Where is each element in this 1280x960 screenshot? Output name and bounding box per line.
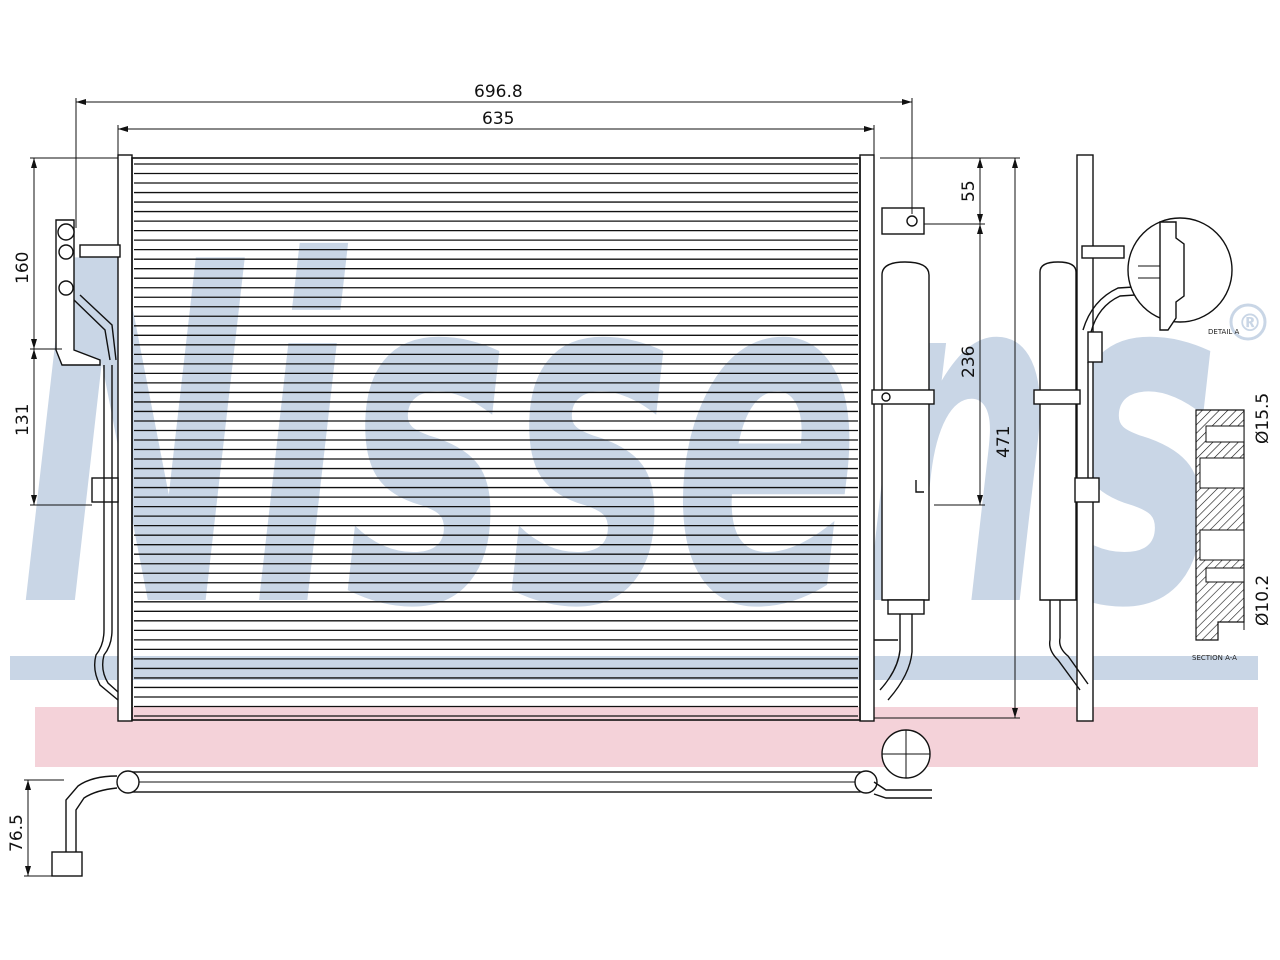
section-label: SECTION A-A — [1192, 654, 1237, 662]
core-outline — [131, 157, 861, 721]
condenser-side-view: DETAIL A — [1033, 154, 1240, 722]
registered-mark-circle — [1229, 303, 1267, 341]
right-header-tank — [859, 154, 875, 722]
dim-overall-width-label: 696.8 — [474, 82, 523, 102]
condenser-bottom-view: 76.5 — [7, 729, 932, 877]
left-header-tank — [117, 154, 133, 722]
port-section-view: Ø15.5 Ø10.2 SECTION A-A — [1192, 393, 1273, 662]
dim-core-width-label: 635 — [482, 109, 514, 129]
dim-left-lower-label: 131 — [13, 404, 33, 436]
receiver-drier — [871, 261, 935, 701]
dim-left-verticals: 160 131 — [13, 157, 118, 506]
dim-right-verticals: 55 236 471 — [874, 157, 1020, 719]
watermark: Nissens ® — [10, 164, 1267, 767]
dim-total-height-label: 471 — [994, 426, 1014, 458]
dim-overall-width: 696.8 — [75, 82, 913, 228]
condenser-front-view: 696.8 635 160 131 — [13, 82, 1020, 722]
watermark-red-band — [35, 707, 1258, 767]
dim-top-offset-label: 55 — [959, 180, 979, 202]
dim-core-width: 635 — [117, 109, 875, 155]
dim-left-upper-label: 160 — [13, 252, 33, 284]
dim-pipe-drop: 76.5 — [7, 779, 64, 877]
detail-label: DETAIL A — [1208, 328, 1240, 336]
core-tubes — [134, 163, 858, 717]
section-dia-small-label: Ø10.2 — [1253, 575, 1273, 626]
watermark-logo-text: Nissens — [20, 164, 1220, 711]
left-mounting-bracket — [55, 219, 121, 503]
dim-pipe-drop-label: 76.5 — [7, 814, 27, 852]
left-inlet-pipe — [93, 365, 119, 701]
section-dia-large-label: Ø15.5 — [1253, 393, 1273, 444]
dim-bracket-height-label: 236 — [959, 346, 979, 378]
right-top-bracket — [881, 207, 925, 235]
registered-mark-icon: ® — [1238, 309, 1262, 337]
